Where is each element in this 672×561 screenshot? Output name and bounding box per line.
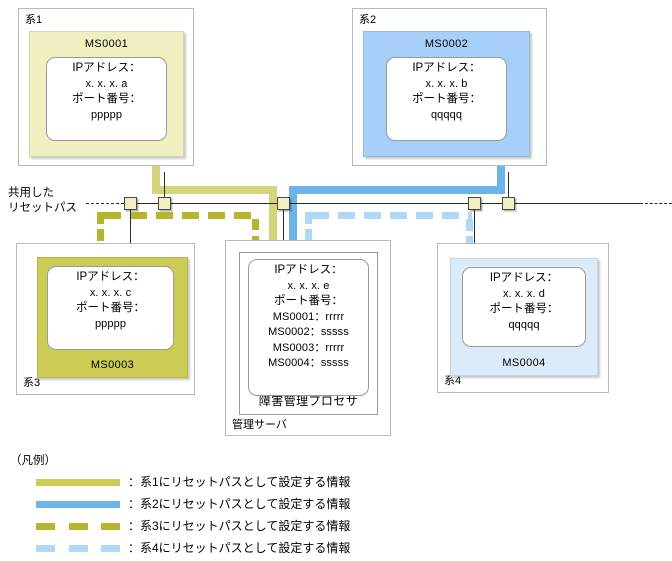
ip-address-label-ms0004: IPアドレス：	[489, 272, 559, 284]
port-number-label-server: ポート番号：	[274, 295, 343, 307]
port-entry-ms0002: MS0002：sssss	[268, 326, 349, 338]
ip-address-value-ms0004: x. x. x. d	[503, 287, 545, 300]
legend-dash-3	[101, 544, 120, 552]
legend-title: （凡例）	[10, 455, 56, 467]
server-label-management: 管理サーバ	[232, 419, 287, 431]
legend-swatch-sys2	[36, 500, 120, 508]
path-sys1-vertical-to-server	[269, 186, 277, 258]
path-sys4-horizontal-dashed	[312, 212, 472, 219]
bus-line-trailing-dashed	[640, 203, 672, 204]
system-label-sys3: 系3	[23, 377, 41, 389]
legend-row-sys4: ：系4にリセットパスとして設定する情報	[36, 540, 350, 556]
port-number-label-ms0001: ポート番号：	[72, 93, 141, 105]
port-number-label-ms0004: ポート番号：	[489, 303, 559, 315]
legend-dash-2	[68, 522, 88, 530]
legend-dash-1	[36, 522, 55, 530]
port-number-label-ms0002: ポート番号：	[412, 93, 481, 105]
ip-address-label-ms0001: IPアドレス：	[72, 62, 141, 74]
port-number-value-ms0002: qqqqq	[430, 108, 463, 121]
legend-label-sys3: ：系3にリセットパスとして設定する情報	[128, 519, 351, 533]
system-label-sys4: 系4	[444, 375, 462, 387]
bus-caption-line1: 共用した	[8, 187, 54, 199]
bus-drop-ms0002	[508, 172, 509, 203]
path-sys4-vertical-right-2	[466, 236, 473, 248]
system-label-sys1: 系1	[25, 14, 43, 26]
path-sys3-vertical-left	[97, 212, 104, 224]
ip-address-value-ms0003: x. x. x. c	[89, 286, 132, 299]
ip-address-label-ms0002: IPアドレス：	[412, 62, 481, 74]
node-name-ms0003: MS0003	[90, 359, 135, 371]
legend-label-sys1: ：系1にリセットパスとして設定する情報	[128, 475, 351, 489]
ip-address-value-server: x. x. x. e	[287, 279, 330, 292]
path-sys3-horizontal-dashed	[104, 212, 259, 219]
path-sys3-vertical-left-2	[97, 229, 104, 241]
info-card-ms0001: IPアドレス： x. x. x. a ポート番号： ppppp	[46, 57, 167, 141]
path-sys3-vertical-right	[252, 219, 259, 230]
path-sys4-vertical-right	[466, 219, 473, 231]
bus-connector-1[interactable]	[124, 197, 137, 210]
legend-dash-3	[101, 522, 120, 530]
ip-address-label-ms0003: IPアドレス：	[76, 271, 145, 283]
bus-connector-3[interactable]	[277, 197, 290, 210]
bus-connector-4[interactable]	[468, 197, 481, 210]
node-name-ms0001: MS0001	[84, 38, 129, 50]
port-number-value-ms0004: qqqqq	[508, 318, 540, 331]
path-sys2-vertical-to-server	[289, 186, 297, 258]
system-label-sys2: 系2	[359, 14, 377, 26]
bus-line-main	[130, 203, 640, 204]
info-card-fault-processor: IPアドレス： x. x. x. e ポート番号： MS0001：rrrrr M…	[248, 259, 369, 396]
port-entry-ms0001: MS0001：rrrrr	[272, 310, 345, 323]
bus-drop-sys3	[130, 203, 131, 265]
bus-connector-2[interactable]	[158, 197, 171, 210]
port-number-label-ms0003: ポート番号：	[76, 302, 145, 314]
node-name-ms0004: MS0004	[502, 357, 546, 369]
path-sys1-horizontal-bus	[152, 186, 277, 194]
legend-swatch-sys1	[36, 478, 120, 486]
path-sys2-vertical-from-ms0002	[497, 150, 505, 192]
bus-caption-line2: リセットパス	[8, 202, 77, 214]
ip-address-value-ms0001: x. x. x. a	[85, 77, 128, 90]
path-sys4-vertical-left-2	[305, 229, 312, 241]
node-name-ms0002: MS0002	[424, 38, 469, 50]
path-sys1-vertical-from-ms0001	[152, 150, 160, 192]
path-sys2-horizontal-bus	[289, 186, 505, 194]
legend-dash-1	[36, 544, 55, 552]
ip-address-value-ms0002: x. x. x. b	[425, 77, 468, 90]
info-card-ms0002: IPアドレス： x. x. x. b ポート番号： qqqqq	[386, 57, 507, 141]
info-card-ms0003: IPアドレス： x. x. x. c ポート番号： ppppp	[47, 266, 174, 350]
legend-swatch-sys4	[36, 544, 120, 552]
port-entry-ms0004: MS0004：sssss	[268, 357, 349, 369]
path-sys4-vertical-left	[305, 212, 312, 224]
legend-label-sys4: ：系4にリセットパスとして設定する情報	[128, 541, 351, 555]
legend-swatch-sys3	[36, 522, 120, 530]
legend-dash-2	[68, 544, 88, 552]
port-entry-ms0003: MS0003：rrrrr	[272, 341, 345, 354]
bus-connector-5[interactable]	[502, 197, 515, 210]
legend-row-sys1: ：系1にリセットパスとして設定する情報	[36, 474, 350, 490]
info-card-ms0004: IPアドレス： x. x. x. d ポート番号： qqqqq	[462, 267, 586, 347]
port-number-value-ms0003: ppppp	[94, 317, 127, 330]
legend-row-sys2: ：系2にリセットパスとして設定する情報	[36, 496, 350, 512]
ip-address-label-server: IPアドレス：	[274, 264, 343, 276]
bus-drop-server	[283, 203, 284, 263]
bus-drop-ms0001	[164, 172, 165, 203]
bus-drop-sys4	[474, 203, 475, 265]
bus-leader-dashed	[86, 203, 124, 204]
legend-row-sys3: ：系3にリセットパスとして設定する情報	[36, 518, 350, 534]
node-name-fault-processor: 障害管理プロセサ	[258, 394, 359, 408]
port-number-value-ms0001: ppppp	[90, 108, 123, 121]
legend-label-sys2: ：系2にリセットパスとして設定する情報	[128, 497, 351, 511]
bus-caption: 共用した リセットパス	[8, 186, 77, 216]
